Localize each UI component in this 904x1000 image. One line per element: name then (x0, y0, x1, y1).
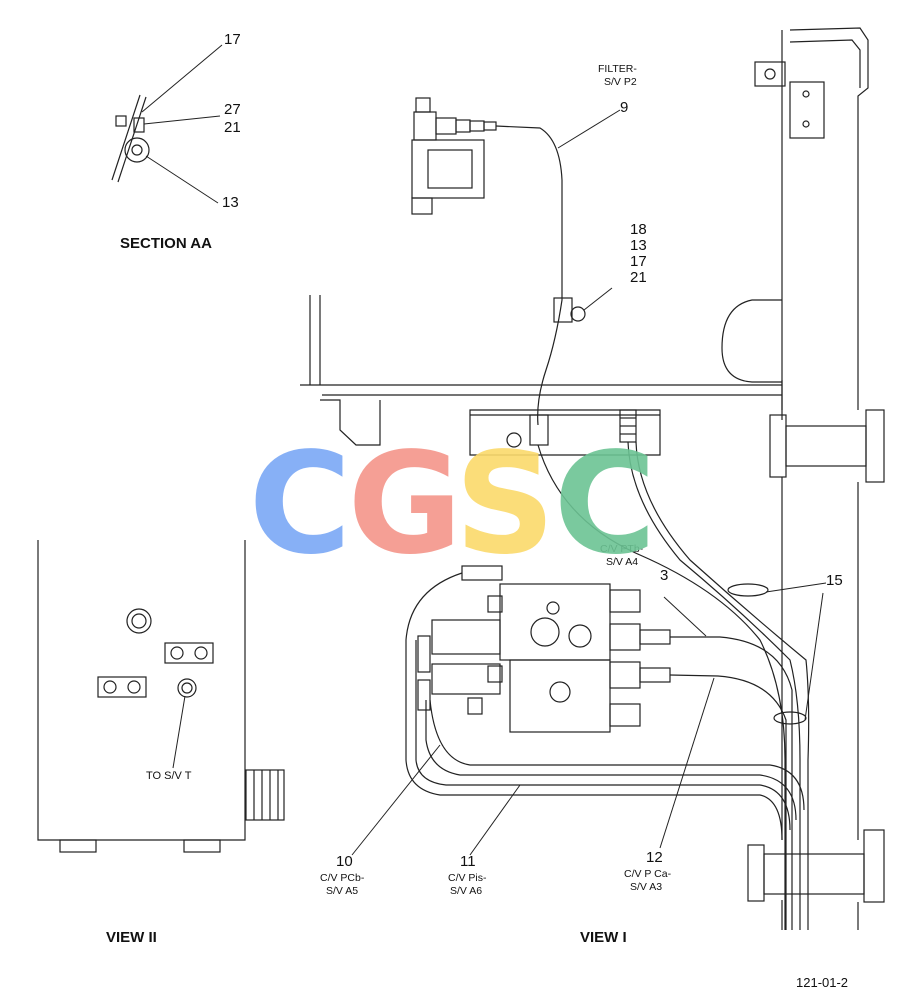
control-valve-block (431, 565, 671, 733)
filter-label-line1: FILTER- (598, 63, 637, 75)
callout-15: 15 (826, 572, 843, 589)
view-ii-title: VIEW II (106, 929, 157, 946)
watermark-letter: C (554, 440, 657, 570)
hose-bundle (537, 441, 827, 930)
clamp-callout-18: 18 (630, 221, 647, 238)
section-aa-detail (111, 44, 223, 204)
ptb-label-line1: C/V PTb- (600, 543, 644, 555)
callout-21: 21 (224, 119, 241, 136)
ptb-label-line2: S/V A4 (606, 556, 639, 568)
watermark-letter: S (455, 440, 556, 570)
hose-12-label-line2: S/V A3 (630, 881, 663, 893)
hose-11-label-line2: S/V A6 (450, 885, 483, 897)
callout-11: 11 (460, 853, 476, 870)
view-i-title: VIEW I (580, 929, 627, 946)
watermark-letter: G (348, 440, 463, 570)
hose-12-label-line1: C/V P Ca- (624, 868, 672, 880)
callout-3: 3 (660, 567, 669, 584)
hose-9 (495, 109, 621, 426)
callout-13: 13 (222, 194, 239, 211)
hoses-10-11 (351, 572, 805, 856)
callout-10: 10 (336, 853, 353, 870)
filter-label-line2: S/V P2 (604, 76, 637, 88)
callout-17: 17 (224, 31, 241, 48)
to-sv-t-note: TO S/V T (146, 770, 192, 782)
tank-fittings (529, 409, 637, 446)
hoses-3-12 (659, 596, 793, 930)
callout-9: 9 (620, 99, 629, 116)
clamp-callout-21: 21 (630, 269, 647, 286)
hose-11-label-line1: C/V Pis- (448, 872, 487, 884)
tank-panel (300, 295, 782, 456)
drawing-code: 121-01-2 (796, 975, 849, 990)
filter-assembly (411, 97, 497, 215)
hose-10-label-line1: C/V PCb- (320, 872, 365, 884)
clamp-callout-13: 13 (630, 237, 647, 254)
callout-27: 27 (224, 101, 241, 118)
view-ii-detail (37, 540, 285, 853)
callout-12: 12 (646, 849, 663, 866)
clamp-callout-17: 17 (630, 253, 647, 270)
section-aa-title: SECTION AA (120, 235, 212, 252)
hose-10-label-line2: S/V A5 (326, 885, 359, 897)
watermark-letter: C (250, 440, 351, 570)
